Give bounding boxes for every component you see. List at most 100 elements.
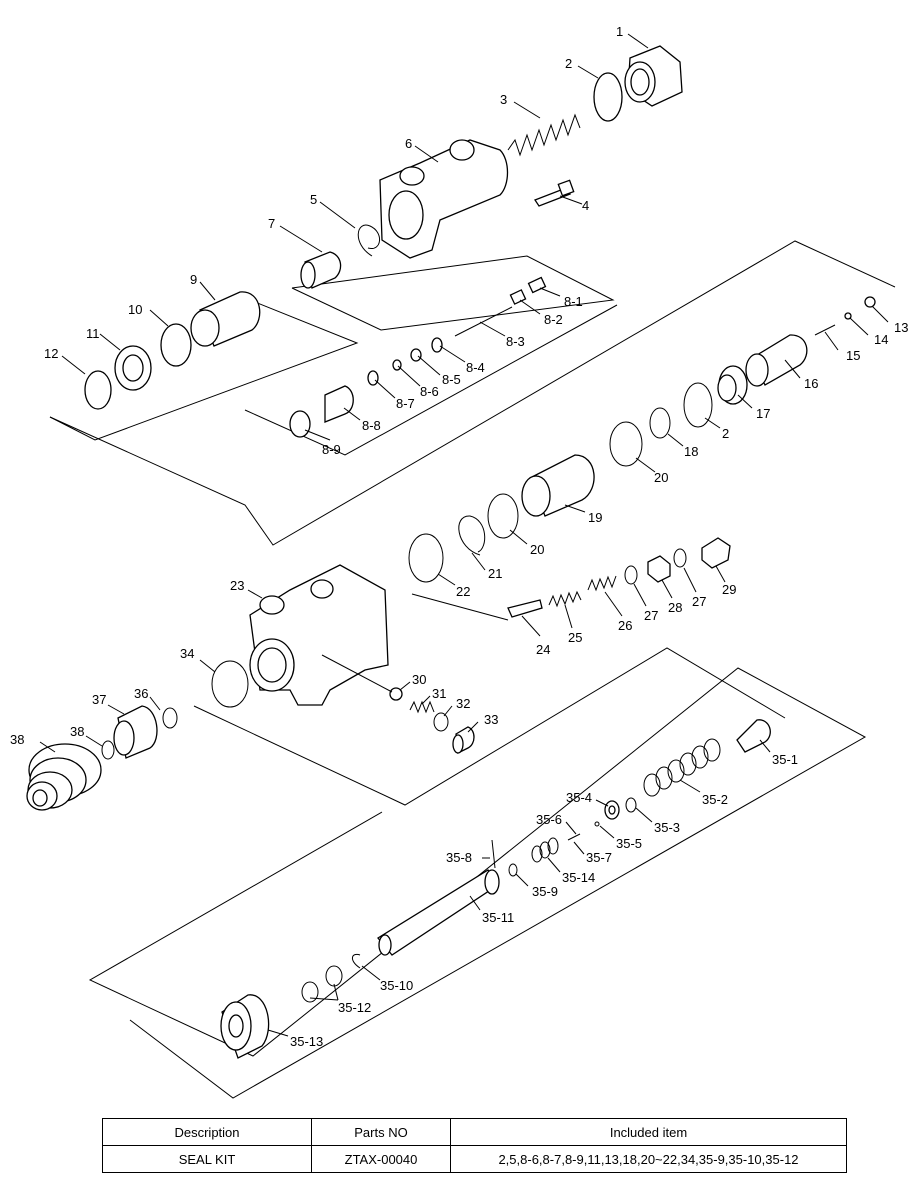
ring-part-32 (433, 712, 449, 732)
label-8-4: 8-4 (466, 360, 485, 375)
label-10: 10 (128, 302, 142, 317)
label-11: 11 (86, 326, 100, 341)
label-25: 25 (568, 630, 582, 645)
pin-part-35-8 (491, 839, 496, 869)
ring-part-12 (84, 370, 112, 410)
sleeve-part-7 (300, 251, 342, 289)
label-26: 26 (618, 618, 632, 633)
spring-part-35-14 (531, 837, 559, 863)
label-27b: 27 (692, 594, 706, 609)
label-1: 1 (616, 24, 623, 39)
label-35-14: 35-14 (562, 870, 595, 885)
exploded-parts-diagram: 1 2 3 4 5 6 7 8-1 8-2 8-3 8-4 8-5 8-6 8-… (10, 24, 908, 1099)
label-22: 22 (456, 584, 470, 599)
label-9: 9 (190, 272, 197, 287)
piston-ring-part-17 (717, 365, 748, 405)
label-20a: 20 (654, 470, 668, 485)
ball-part-14 (844, 312, 852, 320)
label-8-1: 8-1 (564, 294, 583, 309)
table-row: SEAL KIT ZTAX-00040 2,5,8-6,8-7,8-9,11,1… (102, 1145, 847, 1173)
label-4: 4 (582, 198, 589, 213)
o-ring-part-2b (683, 382, 713, 428)
label-34: 34 (180, 646, 194, 661)
label-35-12: 35-12 (338, 1000, 371, 1015)
group-outline-9-12 (49, 297, 359, 441)
pin-part-15 (814, 324, 836, 336)
valve-subparts-8 (289, 276, 547, 438)
bushing-part-35-4 (604, 800, 620, 820)
label-35-8: 35-8 (446, 850, 472, 865)
label-35-11: 35-11 (482, 910, 514, 925)
boot-part-38 (26, 743, 102, 811)
cell-parts-no: ZTAX-00040 (311, 1145, 451, 1173)
ring-part-38a (101, 740, 115, 760)
spool-part-19 (521, 454, 595, 517)
valve-body-part-23 (249, 564, 389, 706)
spring-part-26 (587, 575, 617, 592)
ring-part-35-3 (625, 797, 637, 813)
sleeve-part-35-1 (736, 719, 771, 753)
cap-part-13 (864, 296, 876, 308)
group-outline-13-21 (49, 240, 896, 546)
ring-part-20b (487, 493, 519, 539)
ring-part-20a (609, 421, 643, 467)
ball-part-35-5 (594, 821, 600, 827)
ring-part-36 (162, 707, 178, 729)
shaft-part-35-11 (377, 869, 500, 956)
spring-part-3 (507, 113, 581, 157)
pin-part-35-7 (567, 833, 581, 841)
label-2: 2 (565, 56, 572, 71)
seal-kit-table: Description Parts NO Included item SEAL … (102, 1118, 847, 1173)
label-8-3: 8-3 (506, 334, 525, 349)
label-2b: 2 (722, 426, 729, 441)
piston-part-9 (190, 291, 261, 347)
cell-description: SEAL KIT (102, 1145, 312, 1173)
label-6: 6 (405, 136, 412, 151)
nut-part-1 (624, 45, 683, 107)
o-ring-part-34 (211, 660, 249, 708)
label-35-10: 35-10 (380, 978, 413, 993)
cylinder-part-16 (745, 334, 808, 387)
label-16: 16 (804, 376, 818, 391)
label-38b: 38 (10, 732, 24, 747)
ball-part-30 (389, 687, 403, 701)
label-8-5: 8-5 (442, 372, 461, 387)
group-outline-8 (291, 255, 615, 331)
nut-part-37 (113, 705, 158, 759)
label-20b: 20 (530, 542, 544, 557)
label-8-8: 8-8 (362, 418, 381, 433)
label-12: 12 (44, 346, 58, 361)
label-23: 23 (230, 578, 244, 593)
group-outline-30-34 (193, 647, 786, 806)
label-7: 7 (268, 216, 275, 231)
snap-ring-part-5 (357, 224, 380, 257)
header-description: Description (102, 1118, 312, 1146)
label-36: 36 (134, 686, 148, 701)
label-18: 18 (684, 444, 698, 459)
label-8-9: 8-9 (322, 442, 341, 457)
ring-part-35-9 (508, 863, 518, 877)
label-3: 3 (500, 92, 507, 107)
leader-lines (39, 33, 889, 1037)
housing-part-6 (379, 139, 509, 259)
label-19: 19 (588, 510, 602, 525)
label-35-1: 35-1 (772, 752, 798, 767)
o-ring-part-22 (408, 533, 444, 583)
label-8-6: 8-6 (420, 384, 439, 399)
label-8-2: 8-2 (544, 312, 563, 327)
label-35-6: 35-6 (536, 812, 562, 827)
label-21: 21 (488, 566, 502, 581)
plunger-part-24 (507, 599, 543, 618)
table-header-row: Description Parts NO Included item (102, 1118, 847, 1146)
header-parts-no: Parts NO (311, 1118, 451, 1146)
label-13: 13 (894, 320, 908, 335)
washer-part-27a (624, 565, 638, 585)
cap-nut-part-29 (701, 537, 731, 569)
label-32: 32 (456, 696, 470, 711)
label-5: 5 (310, 192, 317, 207)
o-ring-part-2 (593, 72, 623, 122)
label-35-2: 35-2 (702, 792, 728, 807)
label-35-5: 35-5 (616, 836, 642, 851)
spring-part-31 (409, 700, 435, 714)
group-outline-8-sub (244, 304, 618, 456)
